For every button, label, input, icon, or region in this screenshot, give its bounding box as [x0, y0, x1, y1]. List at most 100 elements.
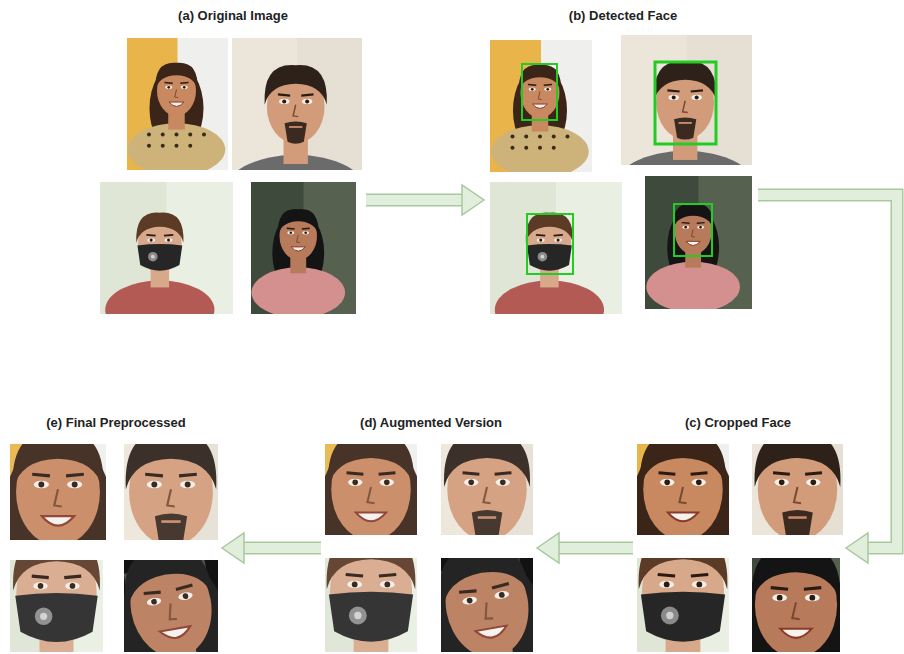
pattern-dot [538, 135, 542, 139]
photo-background [10, 560, 103, 652]
pattern-dot [174, 144, 178, 148]
brow [164, 82, 172, 84]
shoulders [128, 123, 226, 170]
eye [287, 231, 294, 234]
pattern-dot [147, 133, 151, 137]
eye [181, 86, 188, 90]
face-photo [752, 558, 840, 652]
shoulders [646, 262, 740, 309]
pupil [183, 86, 186, 89]
brow [691, 473, 708, 475]
arrow-body [243, 543, 321, 553]
brow [691, 90, 703, 91]
photo-background [232, 38, 362, 170]
mask-valve [538, 252, 548, 262]
brightness-overlay [124, 444, 218, 540]
brightness-overlay [10, 560, 103, 652]
pupil [672, 95, 676, 99]
eye [302, 99, 312, 104]
eye [772, 594, 787, 601]
hair [278, 209, 319, 235]
smile [686, 241, 700, 245]
brow [146, 234, 155, 237]
stage-group: (e) Final Preprocessed [8, 415, 220, 653]
photo-background [325, 444, 417, 535]
eye [805, 594, 820, 601]
brightness-overlay [325, 558, 417, 652]
brow [544, 84, 552, 86]
brightness-overlay [441, 558, 533, 652]
face-photo [10, 560, 103, 652]
eye [279, 99, 289, 104]
eye [537, 238, 545, 242]
stage-heading: (b) Detected Face [488, 8, 758, 24]
nose [792, 602, 799, 619]
eye [554, 238, 562, 242]
pattern-dot [188, 144, 192, 148]
photo-background [441, 444, 533, 535]
eye [806, 479, 820, 486]
pattern-dot [552, 135, 556, 139]
pupil [809, 595, 815, 601]
pupil [777, 595, 783, 601]
mask-valve [661, 607, 679, 625]
arrowhead [846, 533, 868, 563]
eye [660, 479, 674, 486]
arrow-outline [558, 542, 633, 555]
brow [180, 82, 188, 84]
pupil [167, 239, 170, 242]
pupil [304, 231, 307, 234]
brow [771, 588, 788, 590]
pupil [684, 226, 687, 229]
pattern-dot [552, 146, 556, 150]
brow [805, 473, 822, 475]
detection-box [527, 214, 573, 274]
brow [554, 234, 563, 237]
pupil [531, 88, 534, 91]
shoulders [491, 125, 589, 172]
mask-valve [148, 252, 158, 262]
face-photo [100, 182, 233, 314]
hair [325, 444, 417, 535]
stage-heading: (e) Final Preprocessed [10, 415, 222, 431]
hair [155, 63, 197, 90]
eye [691, 95, 701, 100]
detection-box [655, 62, 716, 144]
eye [529, 88, 536, 92]
face-photo [251, 182, 356, 314]
eye [147, 238, 155, 242]
eye [775, 479, 789, 486]
pattern-dot [524, 135, 528, 139]
rotated-face [124, 560, 218, 652]
smile [668, 512, 699, 521]
mask-valve [540, 255, 544, 259]
face-mask [527, 244, 572, 271]
hair [752, 558, 840, 602]
smile [780, 629, 812, 638]
eye [669, 95, 679, 100]
face-photo [124, 560, 218, 652]
pattern-dot [524, 146, 528, 150]
hair [654, 61, 716, 101]
nose [794, 487, 801, 503]
pattern-dot [188, 133, 192, 137]
brow [536, 234, 545, 237]
pupil [150, 239, 153, 242]
brow [658, 574, 675, 576]
pattern-dot [161, 133, 165, 137]
eye [165, 86, 172, 90]
nose [293, 105, 298, 117]
brow [659, 473, 676, 475]
brow [278, 94, 290, 95]
arrow-outline [758, 195, 897, 548]
face-photo [10, 444, 106, 540]
pattern-dot [510, 146, 514, 150]
stage-group: (a) Original Image [98, 8, 364, 316]
arrow-body [558, 543, 633, 553]
stage-heading: (d) Augmented Version [325, 415, 537, 431]
mask-valve [151, 255, 155, 259]
hair [10, 444, 106, 540]
face-photo [490, 40, 592, 172]
